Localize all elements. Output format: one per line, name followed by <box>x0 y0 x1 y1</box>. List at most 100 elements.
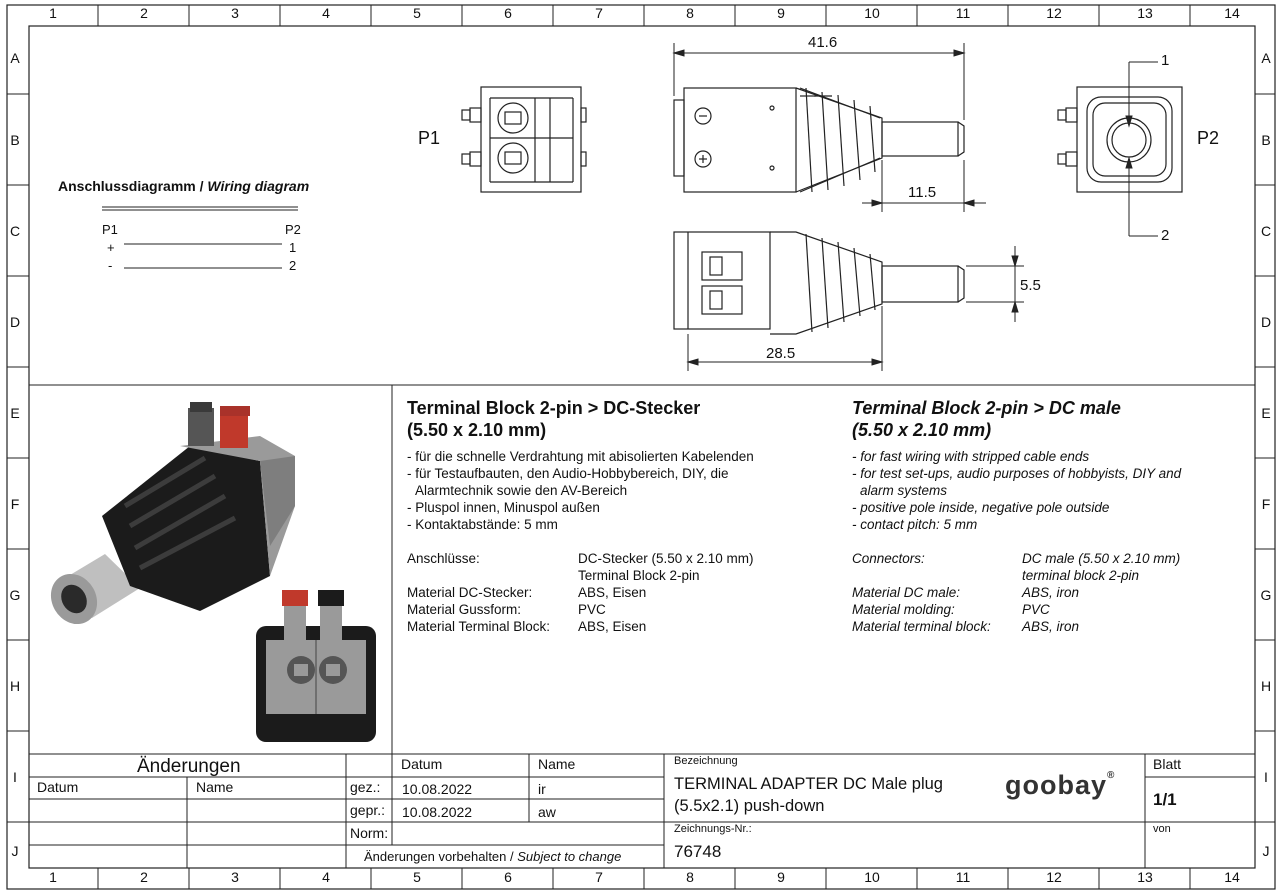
changes-col-name: Name <box>196 779 234 795</box>
spec-value: ABS, Eisen <box>578 585 647 600</box>
spec-label: Material DC-Stecker: <box>407 585 533 600</box>
spec-value: ABS, iron <box>1022 619 1080 634</box>
col-number: 2 <box>140 869 148 885</box>
col-name: Name <box>538 756 576 772</box>
col-number: 6 <box>504 5 512 21</box>
p2-label: P2 <box>1197 128 1220 148</box>
feature-item: - Pluspol innen, Minuspol außen <box>407 500 600 515</box>
dimension-diameter: 5.5 <box>1020 277 1041 294</box>
gepr-name: aw <box>538 804 556 820</box>
product-title-de: Terminal Block 2-pin > DC-Stecker (5.50 … <box>407 397 827 441</box>
col-number: 4 <box>322 5 330 21</box>
feature-item: - for fast wiring with stripped cable en… <box>852 449 1090 464</box>
spec-label: Material DC male: <box>852 585 961 600</box>
spec-value: terminal block 2-pin <box>1022 568 1140 583</box>
bezeichnung-value: TERMINAL ADAPTER DC Male plug (5.5x2.1) … <box>674 773 943 817</box>
spec-value: DC-Stecker (5.50 x 2.10 mm) <box>578 551 754 566</box>
row-letter: E <box>10 405 20 421</box>
spec-value: ABS, Eisen <box>578 619 647 634</box>
feature-item: - for test set-ups, audio purposes of ho… <box>852 466 1182 481</box>
disclaimer: Änderungen vorbehalten / Subject to chan… <box>364 849 621 864</box>
col-number: 4 <box>322 869 330 885</box>
col-number: 14 <box>1224 869 1240 885</box>
spec-label: Material terminal block: <box>852 619 991 634</box>
gepr-date: 10.08.2022 <box>402 804 473 820</box>
col-number: 6 <box>504 869 512 885</box>
col-number: 12 <box>1046 5 1062 21</box>
row-letter: D <box>9 314 21 330</box>
bezeichnung-line2: (5.5x2.1) push-down <box>674 797 825 815</box>
spec-value: PVC <box>1022 602 1050 617</box>
product-title-en: Terminal Block 2-pin > DC male (5.50 x 2… <box>852 397 1252 441</box>
col-datum: Datum <box>401 756 443 772</box>
product-title-en-line2: (5.50 x 2.10 mm) <box>852 420 992 440</box>
drawing-number-label: Zeichnungs-Nr.: <box>674 823 752 835</box>
row-letter: C <box>1260 223 1272 239</box>
feature-item: - für Testaufbauten, den Audio-Hobbybere… <box>407 466 729 481</box>
col-number: 3 <box>231 869 239 885</box>
col-number: 1 <box>49 5 57 21</box>
wiring-p1: P1 <box>102 222 118 237</box>
blatt-value: 1/1 <box>1153 790 1177 809</box>
gepr-label: gepr.: <box>350 802 386 818</box>
gez-name: ir <box>538 781 546 797</box>
spec-label: Material Terminal Block: <box>407 619 551 634</box>
row-letter: D <box>1260 314 1272 330</box>
row-letter: F <box>10 496 20 512</box>
logo-text: goobay <box>1005 770 1108 800</box>
wiring-right-pin: 1 <box>289 240 297 255</box>
row-letter: F <box>1261 496 1271 512</box>
wiring-left-pin: + <box>107 240 115 255</box>
row-letter: G <box>9 587 21 603</box>
wiring-title-en: Wiring diagram <box>207 178 310 194</box>
col-number: 9 <box>777 869 785 885</box>
row-letter: H <box>9 678 21 694</box>
spec-label: Material Gussform: <box>407 602 522 617</box>
dimension-body: 28.5 <box>766 345 796 362</box>
col-number: 7 <box>595 869 603 885</box>
spec-label: Connectors: <box>852 551 925 566</box>
row-letter: C <box>9 223 21 239</box>
spec-value: PVC <box>578 602 606 617</box>
col-number: 10 <box>864 869 880 885</box>
spec-label: Material molding: <box>852 602 955 617</box>
col-number: 3 <box>231 5 239 21</box>
col-number: 5 <box>413 5 421 21</box>
bezeichnung-label: Bezeichnung <box>674 755 738 767</box>
callout-1: 1 <box>1161 52 1170 69</box>
gez-date: 10.08.2022 <box>402 781 473 797</box>
product-photo <box>50 402 376 742</box>
product-title-en-line1: Terminal Block 2-pin > DC male <box>852 398 1121 418</box>
col-number: 7 <box>595 5 603 21</box>
feature-item: - contact pitch: 5 mm <box>852 517 978 532</box>
spec-label: Anschlüsse: <box>407 551 480 566</box>
goobay-logo: goobay® <box>1005 770 1115 801</box>
p1-terminal-view <box>461 86 587 193</box>
technical-drawing <box>461 43 1183 371</box>
feature-item: alarm systems <box>860 483 948 498</box>
col-number: 2 <box>140 5 148 21</box>
blatt-label: Blatt <box>1153 756 1182 772</box>
row-letter: H <box>1260 678 1272 694</box>
feature-list-en: - for fast wiring with stripped cable en… <box>852 448 1252 533</box>
product-photo-front <box>256 590 376 742</box>
row-letter: B <box>10 132 20 148</box>
side-view-bottom <box>673 231 965 335</box>
p1-label: P1 <box>418 128 441 148</box>
col-number: 8 <box>686 5 694 21</box>
row-letter: A <box>10 50 20 66</box>
col-number: 5 <box>413 869 421 885</box>
bezeichnung-line1: TERMINAL ADAPTER DC Male plug <box>674 775 943 793</box>
wiring-left-pin: - <box>108 258 113 273</box>
row-letter: I <box>13 769 17 785</box>
disclaimer-en: Subject to change <box>517 849 622 864</box>
row-letter: B <box>1261 132 1271 148</box>
dimension-tip: 11.5 <box>908 184 937 201</box>
wiring-right-pin: 2 <box>289 258 297 273</box>
row-letter: A <box>1261 50 1271 66</box>
changes-col-datum: Datum <box>37 779 79 795</box>
row-letter: G <box>1260 587 1272 603</box>
row-letter: J <box>1262 843 1270 859</box>
